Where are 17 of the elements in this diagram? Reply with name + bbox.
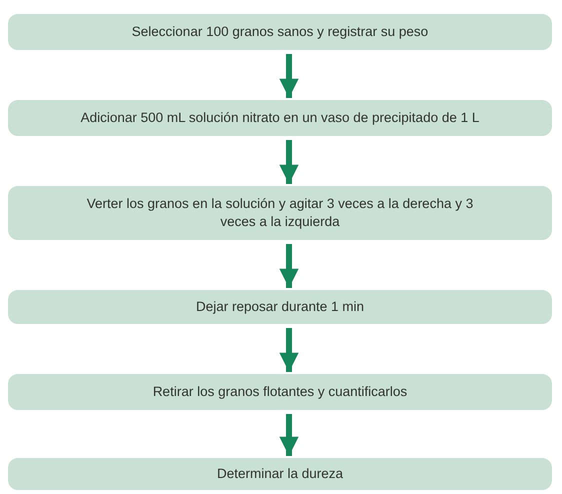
arrow bbox=[279, 244, 299, 288]
step-text: Dejar reposar durante 1 min bbox=[196, 298, 364, 316]
step-text: Seleccionar 100 granos sanos y registrar su peso bbox=[132, 23, 428, 41]
step-text: Adicionar 500 mL solución nitrato en un vaso de precipitado de 1 L bbox=[80, 109, 480, 127]
arrow bbox=[279, 328, 299, 372]
process-box bbox=[8, 290, 552, 324]
process-box bbox=[8, 374, 552, 410]
arrow bbox=[279, 414, 299, 456]
step-text: Verter los granos en la solución y agitar 3 veces a la derecha y 3 veces a la izquierda bbox=[86, 195, 474, 231]
process-box bbox=[8, 458, 552, 490]
process-box bbox=[8, 186, 552, 240]
arrow bbox=[279, 140, 299, 184]
step-text: Retirar los granos flotantes y cuantificarlos bbox=[152, 383, 408, 401]
process-box bbox=[8, 14, 552, 50]
arrow bbox=[279, 54, 299, 98]
step-text: Determinar la dureza bbox=[216, 465, 344, 483]
process-box bbox=[8, 100, 552, 136]
